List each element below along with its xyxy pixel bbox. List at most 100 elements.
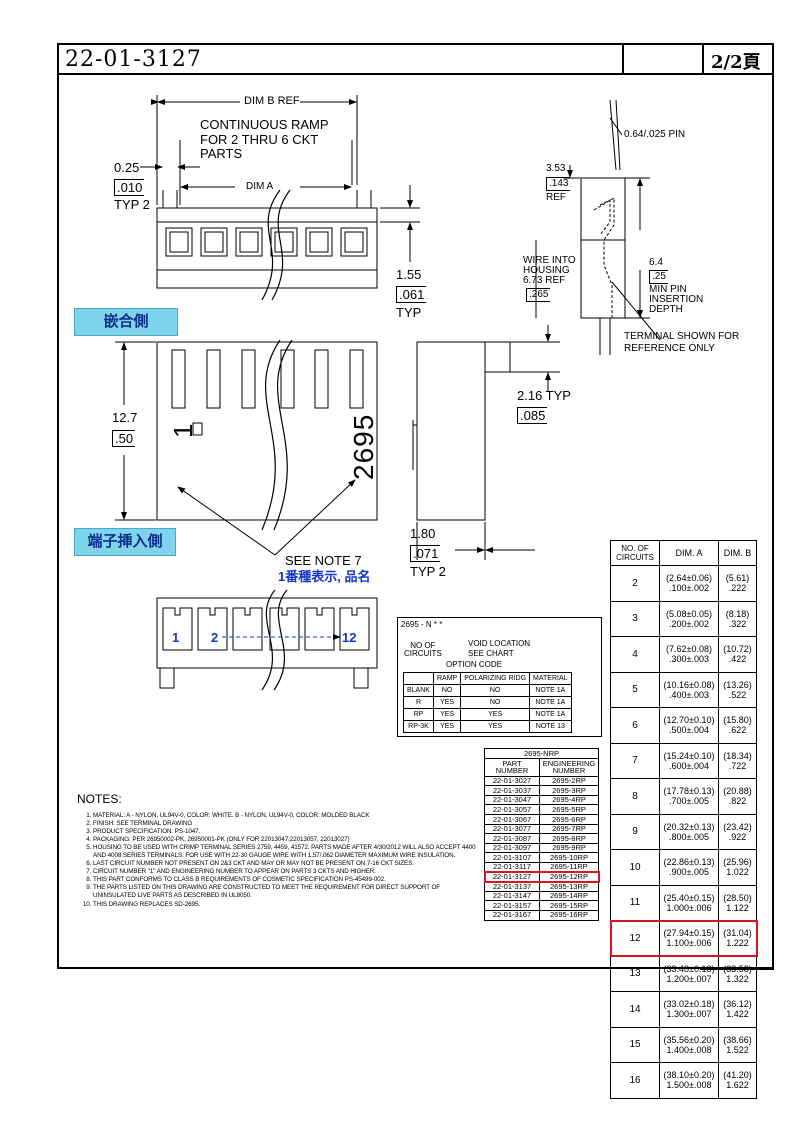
dimension-row: 2(2.64±0.06).100±.002(5.61).222 [610, 565, 757, 602]
dim-25: .25 [649, 270, 668, 284]
part-number: 22-01-3057 [484, 804, 540, 815]
option-header-row: RAMP POLARIZING RIDG MATERIAL [403, 672, 572, 685]
dim-265: .265 [526, 288, 551, 302]
dim-b-value: (10.72).422 [718, 636, 757, 673]
option-header [403, 672, 434, 685]
circuit-count: 3 [610, 600, 660, 637]
dim-b-value: (8.18).322 [718, 600, 757, 637]
ramp-note-1: CONTINUOUS RAMP [200, 117, 329, 132]
engineering-number: 2695-13RP [539, 881, 599, 892]
dim-b-metric: (20.88) [723, 786, 752, 797]
dimension-row: 8(17.78±0.13).700±.005(20.88).822 [610, 778, 757, 815]
dim-a-inch: .300±.003 [669, 654, 709, 665]
pin-cavities [165, 227, 368, 257]
wire-into-1: WIRE INTO [523, 255, 576, 266]
circuit-label-2: 2 [211, 630, 219, 645]
dimension-row: 16(38.10±0.20)1.500±.008(41.20)1.622 [610, 1062, 757, 1099]
typ2b-label: TYP 2 [410, 564, 446, 579]
dim-085: .085 [517, 407, 548, 424]
dim-b-value: (5.61).222 [718, 565, 757, 602]
dim-a-metric: (2.64±0.06) [666, 573, 712, 584]
dim-b-value: (18.34).722 [718, 742, 757, 779]
dimension-table: NO. OF CIRCUITS DIM. A DIM. B 2(2.64±0.0… [609, 540, 758, 1099]
part-number: 22-01-3047 [484, 794, 540, 806]
dimension-row: 4(7.62±0.08).300±.003(10.72).422 [610, 636, 757, 673]
dim-a-inch: .100±.002 [669, 583, 709, 594]
engineering-number: 2695-7RP [539, 823, 599, 835]
terminal-shown-2: REFERENCE ONLY [624, 343, 715, 354]
dim-010: .010 [114, 179, 145, 196]
dim-64: 6.4 [649, 257, 663, 268]
dim-a-label: DIM A [246, 181, 274, 192]
engineering-number: 2695-4RP [539, 794, 599, 806]
part-number: 22-01-3037 [484, 785, 540, 796]
dim-b-inch: .622 [728, 725, 747, 736]
circuit-count: 15 [610, 1026, 660, 1063]
dim-127: 12.7 [112, 410, 138, 425]
dim-b-inch: 1.222 [726, 938, 749, 949]
circuit-cavities [162, 607, 370, 651]
dim-b-inch: 1.122 [726, 902, 749, 913]
engineering-number: 2695-8RP [539, 833, 599, 844]
section-view-body [580, 177, 626, 319]
option-code-label: OPTION CODE [446, 660, 503, 669]
min-pin-3: DEPTH [649, 304, 683, 315]
dim-a-value: (25.40±0.15)1.000±.006 [659, 884, 719, 921]
terminal-shown-1: TERMINAL SHOWN FOR [624, 331, 740, 342]
dim-b-value: (36.12)1.422 [718, 991, 757, 1028]
option-code-block: 2695 - N * * VOID LOCATION SEE CHART NO … [397, 617, 602, 737]
option-cell: YES [432, 708, 462, 721]
part-number: 22-01-3107 [484, 852, 540, 863]
bottom-view-body [156, 597, 378, 669]
dim-a-value: (17.78±0.13).700±.005 [659, 778, 719, 815]
circuit-count: 9 [610, 813, 660, 850]
dim-a-inch: .800±.005 [669, 831, 709, 842]
mating-side-badge: 嵌合側 [74, 308, 178, 336]
engineering-number: 2695-3RP [539, 785, 599, 796]
engineering-number: 2695-10RP [539, 852, 599, 863]
dim-b-inch: .922 [728, 831, 747, 842]
dim-353: 3.53 [546, 163, 566, 174]
part-number-print: 2695 [348, 413, 379, 480]
note-item: MATERIAL: A - NYLON, UL94V-0, COLOR: WHI… [93, 812, 477, 820]
dim-a-metric: (17.78±0.13) [663, 786, 715, 797]
note-item: THIS DRAWING REPLACES SD-2695. [93, 901, 477, 909]
dim-a-metric: (33.48±0.18) [663, 963, 715, 974]
dim-a-value: (27.94±0.15)1.100±.006 [659, 920, 719, 957]
circuit-label-1: 1 [172, 630, 180, 645]
note-item: LAST CIRCUIT NUMBER NOT PRESENT ON 2&3 C… [93, 860, 477, 868]
circuit-count: 4 [610, 636, 660, 673]
option-cell: NO [460, 684, 531, 697]
part-number: 22-01-3097 [484, 842, 540, 854]
part-header-row: PART NUMBER ENGINEERING NUMBER [484, 757, 599, 777]
circuits-header: NO. OF CIRCUITS [610, 540, 660, 566]
see-chart: SEE CHART [468, 649, 514, 658]
min-pin-1: MIN PIN [649, 284, 687, 295]
option-cell: NO [460, 696, 531, 709]
option-cell: YES [432, 696, 462, 709]
engineering-number: 2695-12RP [539, 871, 599, 883]
part-number-header: PART NUMBER [484, 757, 540, 777]
part-number: 22-01-3137 [484, 881, 540, 892]
no-of-circuits: NO OF CIRCUITS [404, 641, 442, 658]
option-cell: R [403, 696, 434, 709]
notes-section: NOTES: MATERIAL: A - NYLON, UL94V-0, COL… [77, 792, 477, 909]
dim-a-metric: (35.56±0.20) [663, 1034, 715, 1045]
part-number: 22-01-3167 [484, 909, 540, 921]
option-cell: NOTE 1A [529, 696, 572, 709]
dim-b-inch: .822 [728, 796, 747, 807]
dim-b-value: (33.58)1.322 [718, 955, 757, 992]
engineering-number: 2695-14RP [539, 890, 599, 902]
ref-label: REF [546, 192, 566, 203]
note-item: PRODUCT SPECIFICATION: PS-1047. [93, 828, 477, 836]
